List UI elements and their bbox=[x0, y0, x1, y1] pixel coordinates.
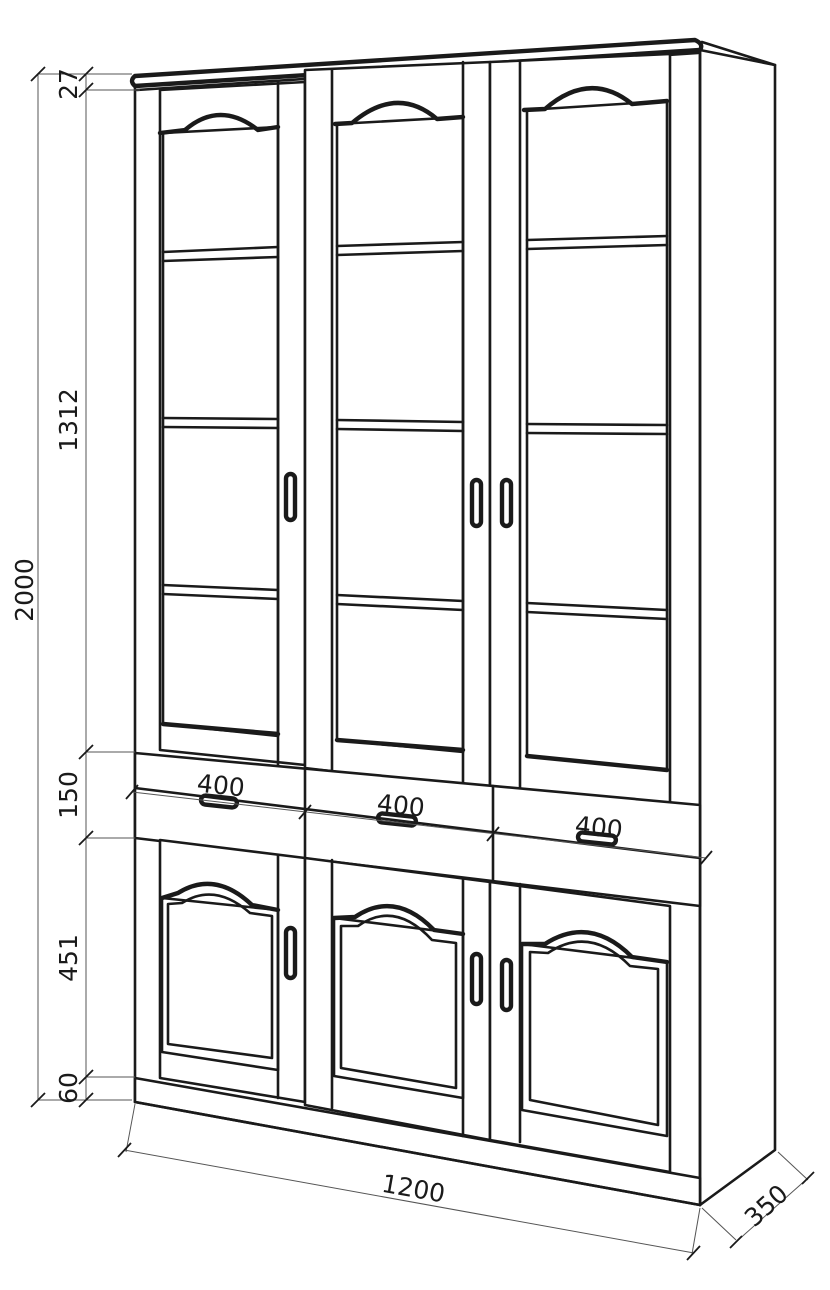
dimension-lines bbox=[30, 66, 815, 1261]
label-plinth: 60 bbox=[54, 1072, 83, 1104]
glass-door-left bbox=[157, 80, 307, 767]
handle-icon bbox=[283, 925, 514, 1013]
lower-door-right bbox=[488, 880, 672, 1174]
label-depth: 350 bbox=[739, 1179, 794, 1232]
label-lower-section: 451 bbox=[54, 934, 83, 982]
label-glass-section: 1312 bbox=[54, 388, 83, 452]
label-drawer-width-3: 400 bbox=[574, 811, 624, 845]
lower-door-middle bbox=[303, 856, 492, 1142]
glass-door-right bbox=[488, 52, 672, 807]
label-width: 1200 bbox=[380, 1169, 448, 1209]
side-panel bbox=[698, 40, 777, 1207]
lower-door-left bbox=[158, 838, 307, 1104]
label-total-height: 2000 bbox=[10, 558, 39, 622]
label-drawer-section: 150 bbox=[54, 771, 83, 819]
front-frame bbox=[133, 50, 702, 1207]
label-top-cornice: 27 bbox=[54, 68, 83, 100]
label-drawer-width-1: 400 bbox=[196, 769, 246, 803]
label-drawer-width-2: 400 bbox=[376, 789, 426, 823]
glass-door-middle bbox=[303, 60, 492, 792]
handle-icon bbox=[283, 471, 514, 529]
